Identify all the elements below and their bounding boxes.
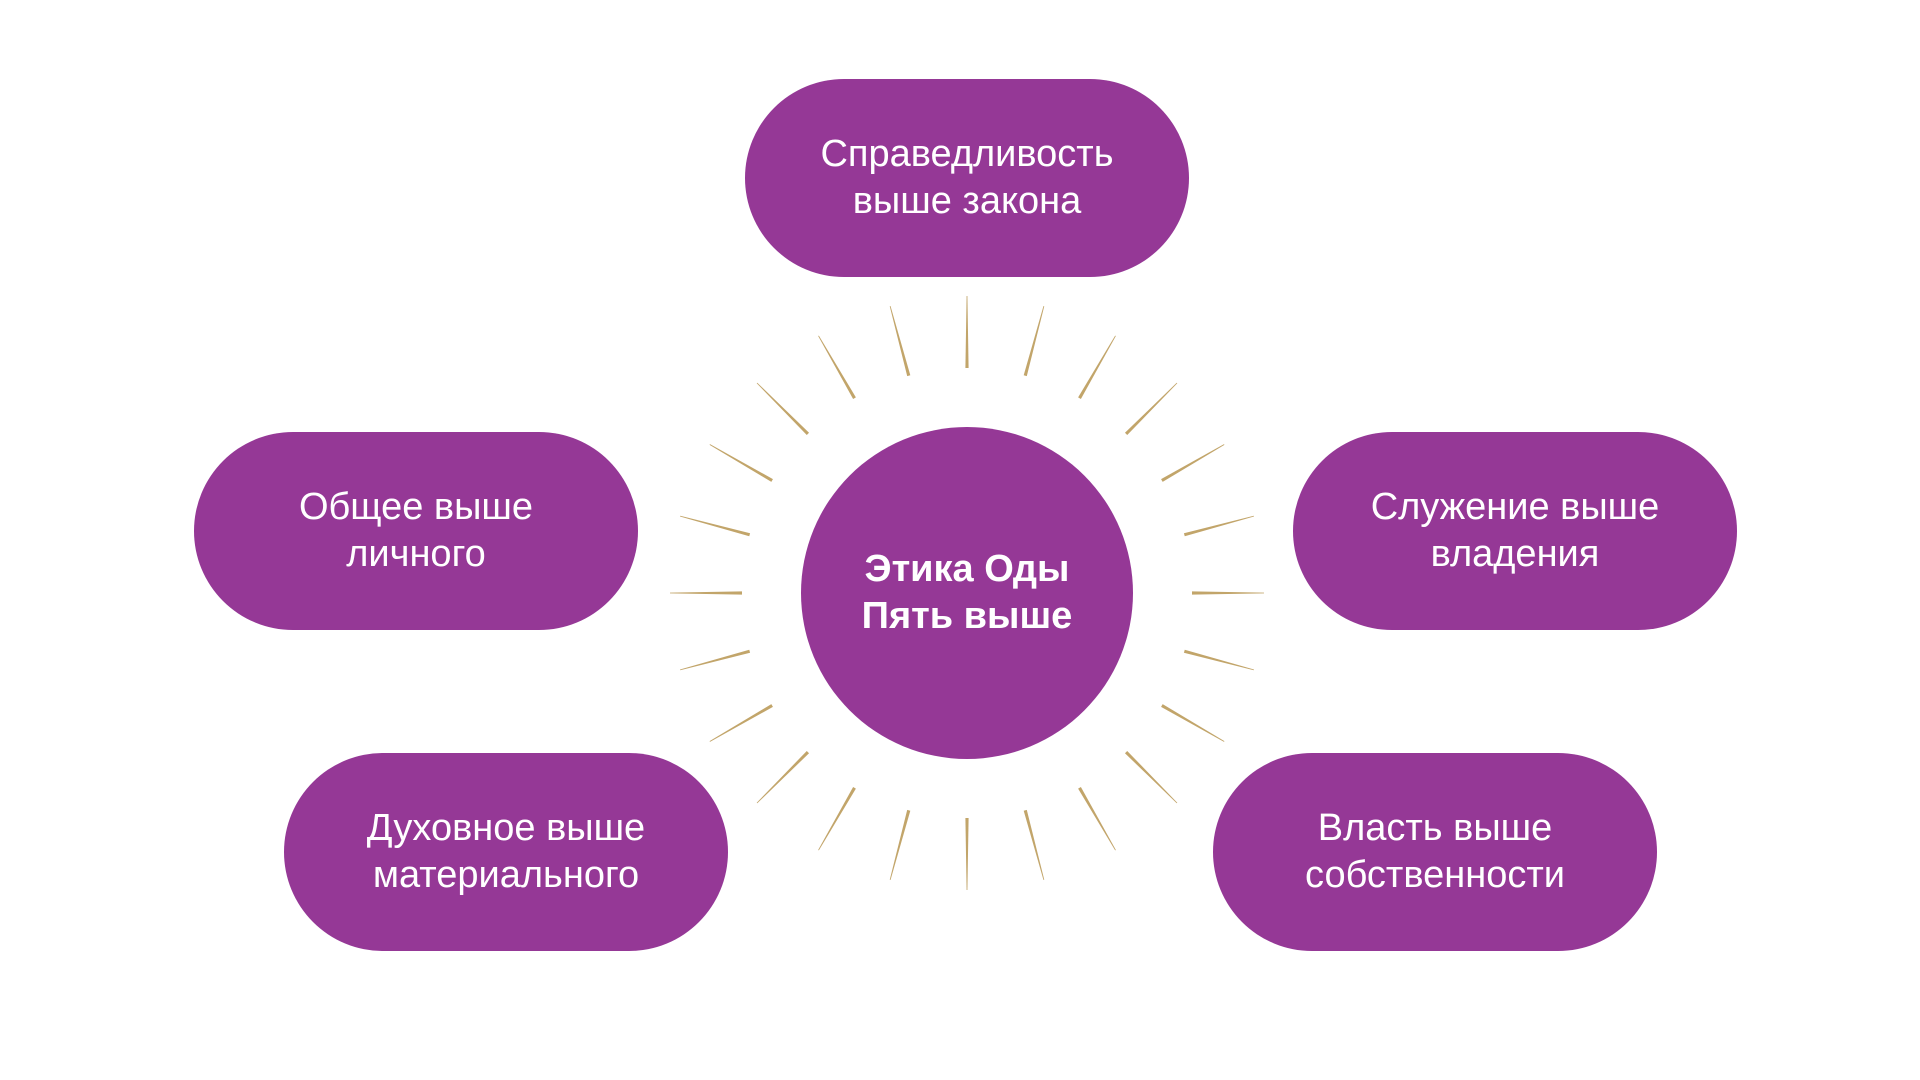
node-label: Власть выше собственности xyxy=(1305,805,1565,899)
node-label: Общее выше личного xyxy=(299,484,533,578)
sunburst-ray xyxy=(1078,787,1116,851)
center-node-label: Этика Оды Пять выше xyxy=(862,546,1073,640)
node-label-line-1: Служение выше xyxy=(1370,486,1660,528)
sunburst-ray xyxy=(965,818,969,890)
node-label-line-1: Общее выше xyxy=(298,486,534,528)
sunburst-ray xyxy=(709,444,773,482)
sunburst-ray xyxy=(965,296,969,368)
sunburst-ray xyxy=(680,649,751,671)
sunburst-ray xyxy=(1192,591,1264,595)
node-label: Справедливость выше закона xyxy=(820,131,1113,225)
node-label-line-2: выше закона xyxy=(852,180,1082,222)
center-node: Этика Оды Пять выше xyxy=(801,427,1133,759)
sunburst-ray xyxy=(1023,809,1045,880)
sunburst-ray xyxy=(889,306,911,377)
sunburst-ray xyxy=(756,750,810,804)
node-label: Служение выше владения xyxy=(1371,484,1660,578)
node-label-line-2: материального xyxy=(372,854,640,896)
node-service-above-ownership: Служение выше владения xyxy=(1293,432,1737,630)
sunburst-ray xyxy=(1078,335,1116,399)
sunburst-ray xyxy=(1161,444,1225,482)
sunburst-ray xyxy=(818,335,856,399)
node-justice-above-law: Справедливость выше закона xyxy=(745,79,1189,277)
sunburst-ray xyxy=(1183,649,1254,671)
node-power-above-property: Власть выше собственности xyxy=(1213,753,1657,951)
sunburst-ray xyxy=(670,591,742,595)
node-label-line-1: Справедливость xyxy=(820,133,1114,175)
node-label: Духовное выше материального xyxy=(367,805,645,899)
node-label-line-2: личного xyxy=(346,533,486,575)
sunburst-ray xyxy=(1161,704,1225,742)
center-label-line-1: Этика Оды xyxy=(864,548,1070,590)
node-common-above-personal: Общее выше личного xyxy=(194,432,638,630)
sunburst-ray xyxy=(709,704,773,742)
sunburst-ray xyxy=(1023,306,1045,377)
sunburst-ray xyxy=(1124,750,1178,804)
sunburst-ray xyxy=(889,809,911,880)
sunburst-ray xyxy=(756,382,810,436)
node-label-line-1: Власть выше xyxy=(1317,807,1553,849)
sunburst-ray xyxy=(1124,382,1178,436)
center-label-line-2: Пять выше xyxy=(861,595,1073,637)
node-label-line-2: собственности xyxy=(1305,854,1565,896)
sunburst-ray xyxy=(818,787,856,851)
node-spiritual-above-material: Духовное выше материального xyxy=(284,753,728,951)
node-label-line-2: владения xyxy=(1430,533,1600,575)
sunburst-ray xyxy=(680,515,751,537)
node-label-line-1: Духовное выше xyxy=(366,807,646,849)
sunburst-ray xyxy=(1183,515,1254,537)
